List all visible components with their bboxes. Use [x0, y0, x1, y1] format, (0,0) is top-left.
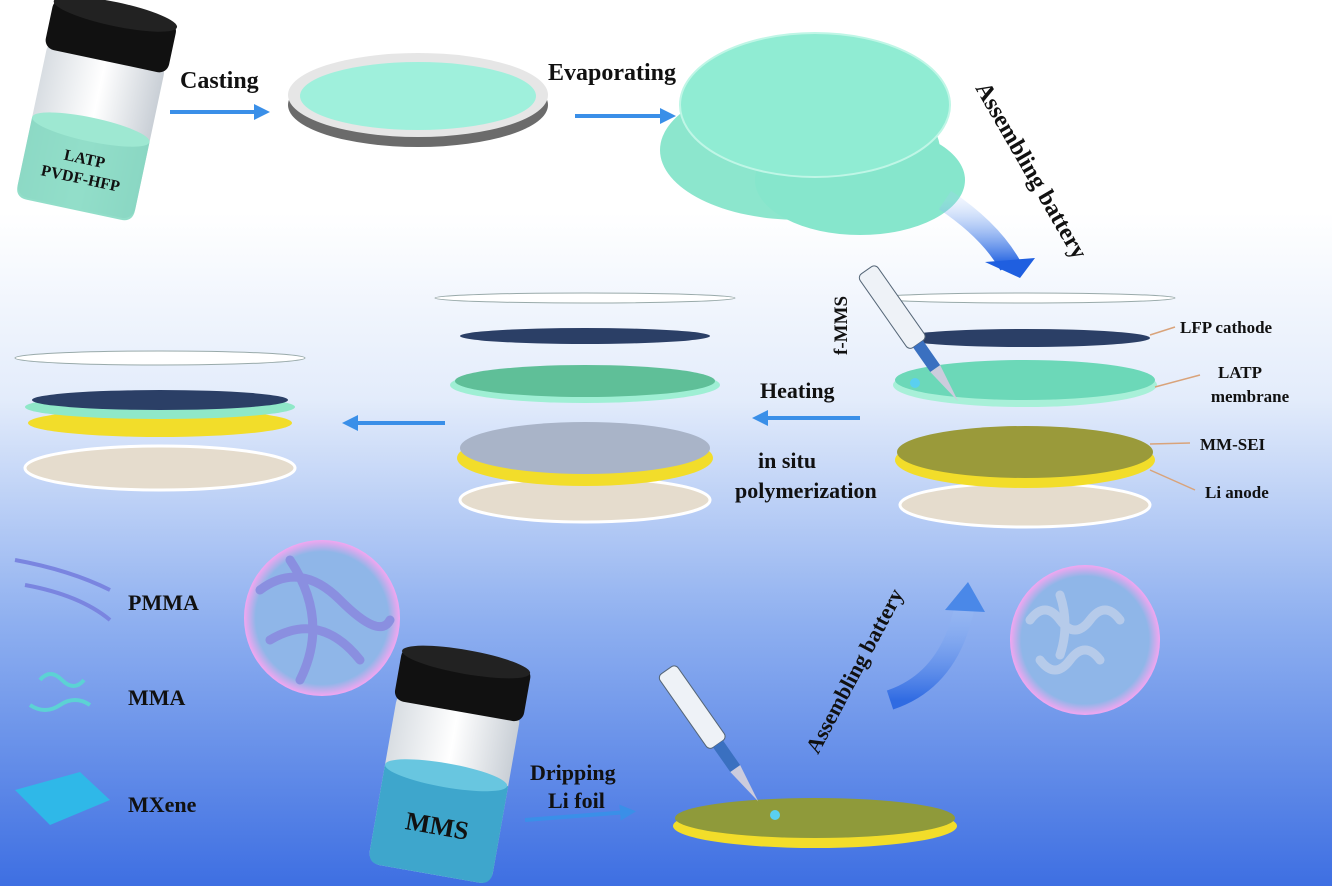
label-lfp-cathode: LFP cathode: [1180, 318, 1273, 337]
mma-strands: [1025, 590, 1125, 675]
label-latp-line2: membrane: [1211, 387, 1290, 406]
curved-arrow-icon: [938, 190, 1020, 271]
legend-pmma: PMMA: [128, 590, 199, 615]
label-latp-line1: LATP: [1218, 363, 1262, 382]
pipette-icon: [658, 665, 759, 802]
step-evaporating: Evaporating: [548, 60, 676, 86]
legend: PMMA MMA MXene: [14, 558, 199, 825]
arrow-icon: [524, 804, 636, 822]
zoom-circle-pmma-network: [244, 540, 400, 696]
label-mm-sei: MM-SEI: [1200, 435, 1266, 454]
step-dripping: Dripping: [530, 760, 616, 785]
vial-mms: MMS: [369, 645, 531, 883]
curved-arrow-icon: [886, 602, 975, 710]
polymer-strands: [255, 555, 395, 685]
mxene-icon: [15, 772, 110, 825]
pipette-icon: [858, 265, 959, 402]
li-foil-disk: [673, 798, 957, 848]
label-f-mms: f-MMS: [831, 296, 852, 355]
step-li-foil: Li foil: [548, 788, 605, 813]
vial-latp-pvdf-hfp: LATP PVDF-HFP: [17, 0, 178, 221]
mma-icon: [28, 672, 92, 712]
step-heating: Heating: [760, 378, 835, 403]
leader-lines: [1149, 326, 1201, 491]
legend-mxene: MXene: [128, 792, 197, 817]
label-li-anode: Li anode: [1205, 483, 1269, 502]
latp-membranes: [660, 32, 965, 235]
petri-dish: [288, 53, 548, 147]
droplet-icon: [770, 810, 780, 820]
droplet-icon: [910, 378, 920, 388]
arrow-head-icon: [985, 258, 1035, 278]
battery-stack-right: [874, 292, 1176, 529]
step-polymerization: polymerization: [735, 478, 877, 503]
arrow-head-icon: [945, 582, 985, 612]
zoom-circle-mms: [1010, 565, 1160, 715]
step-casting: Casting: [180, 68, 259, 94]
battery-stack-middle: [434, 292, 736, 524]
step-in-situ: in situ: [758, 448, 816, 473]
legend-mma: MMA: [128, 685, 186, 710]
pmma-icon: [14, 558, 112, 622]
battery-stack-left: [14, 350, 306, 492]
